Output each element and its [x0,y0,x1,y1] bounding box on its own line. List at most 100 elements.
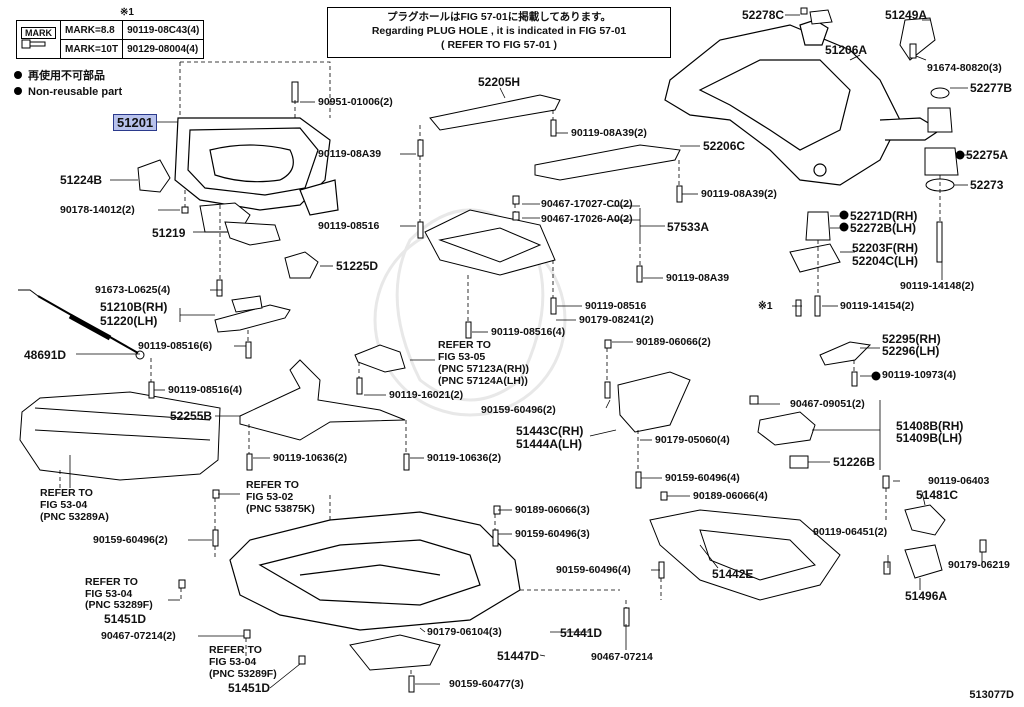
part-90119-14154-label[interactable]: 90119-14154(2) [840,300,915,312]
part-51451d-a-label[interactable]: 51451D [104,612,147,626]
bullet-icon [14,87,22,95]
part-57533a-label[interactable]: 57533A [667,220,710,234]
part-90159-60496-4a-label[interactable]: 90159-60496(4) [665,472,740,484]
part-51408b-label[interactable]: 51408B(RH) [896,419,964,433]
ref-fig-53-02-line1: REFER TO [246,479,299,491]
part-52273-label[interactable]: 52273 [970,178,1004,192]
part-52271d-label[interactable]: 52271D(RH) [850,209,918,223]
mark-row-1-mark: MARK=8.8 [59,20,124,40]
plate-51447d-shape [349,634,441,671]
mark-row-1-part: 90119-08C43(4) [122,20,205,40]
part-52205h-label[interactable]: 52205H [478,75,521,89]
part-90189-06066-2-label[interactable]: 90189-06066(2) [636,336,711,348]
part-90119-08a39-2b-label[interactable]: 90119-08A39(2) [701,188,777,200]
part-51220-label[interactable]: 51220(LH) [100,314,158,328]
part-90119-16021-label[interactable]: 90119-16021(2) [389,389,464,401]
part-51443c-label[interactable]: 51443C(RH) [516,424,584,438]
part-90119-08516-4b-label[interactable]: 90119-08516(4) [168,384,243,396]
part-48691d-label[interactable]: 48691D [24,348,67,362]
part-51444a-label[interactable]: 51444A(LH) [516,437,583,451]
part-90119-08a39-label[interactable]: 90119-08A39 [318,148,382,160]
bracket-52295-shape [819,341,872,366]
part-51451d-b-label[interactable]: 51451D [228,681,271,695]
part-90159-60496-2a-label[interactable]: 90159-60496(2) [481,404,556,416]
part-52278c-label[interactable]: 52278C [742,8,785,22]
part-90119-08516-4a-label[interactable]: 90119-08516(4) [491,326,566,338]
part-52275a-label[interactable]: 52275A [966,148,1009,162]
part-91673-l0625-label[interactable]: 91673-L0625(4) [95,284,171,296]
bracket-51496a-shape [904,544,943,579]
part-52203f-label[interactable]: 52203F(RH) [852,241,919,255]
part-52204c-label[interactable]: 52204C(LH) [852,254,919,268]
ref-fig-53-02-line2[interactable]: FIG 53-02 [246,491,294,503]
note-line-2: Regarding PLUG HOLE , it is indicated in… [371,25,627,38]
part-91674-80820-label[interactable]: 91674-80820(3) [927,62,1002,74]
part-52206c-label[interactable]: 52206C [703,139,746,153]
part-51210b-label[interactable]: 51210B(RH) [100,300,168,314]
part-51206a-label[interactable]: 51206A [825,43,868,57]
part-51441d-label[interactable]: 51441D [560,626,603,640]
legend-item-en: Non-reusable part [14,84,122,100]
part-90119-08a39-b-label[interactable]: 90119-08A39 [666,272,730,284]
part-90119-08516-label[interactable]: 90119-08516 [318,220,380,232]
part-90159-60496-4b-label[interactable]: 90159-60496(4) [556,564,631,576]
part-90119-08a39-2-label[interactable]: 90119-08A39(2) [571,127,647,139]
bracket-51225d-shape [284,251,319,279]
part-52296-label[interactable]: 52296(LH) [882,344,940,358]
ref-fig-53-04c-line3: (PNC 53289F) [209,668,277,680]
ref-fig-53-04b-line3: (PNC 53289F) [85,599,153,611]
part-90119-10636-b-label[interactable]: 90119-10636(2) [427,452,502,464]
part-90951-01006-label[interactable]: 90951-01006(2) [318,96,393,108]
part-52255b-label[interactable]: 52255B [170,409,213,423]
part-90467-17026-label[interactable]: 90467-17026-A0(2) [541,213,633,225]
part-90159-60477-label[interactable]: 90159-60477(3) [449,678,524,690]
part-51249a-label[interactable]: 51249A [885,8,928,22]
part-51226b-label[interactable]: 51226B [833,455,876,469]
ref-fig-53-04a-line3: (PNC 53289A) [40,511,109,523]
mark-table-header-cell: MARK [16,20,61,59]
part-90119-06403-label[interactable]: 90119-06403 [928,475,990,487]
part-51224b-label[interactable]: 51224B [60,173,103,187]
part-90467-07214-label[interactable]: 90467-07214 [591,651,653,663]
part-90467-07214-2-label[interactable]: 90467-07214(2) [101,630,176,642]
bracket-51219-shape [199,202,281,246]
part-52295-label[interactable]: 52295(RH) [882,332,941,346]
part-90179-08241-label[interactable]: 90179-08241(2) [579,314,654,326]
part-51442e-label[interactable]: 51442E [712,567,754,581]
part-90159-60496-3-label[interactable]: 90159-60496(3) [515,528,590,540]
brace-52255b-shape [239,359,406,441]
part-90179-06219-label[interactable]: 90179-06219 [948,559,1010,571]
bullet-icon [14,71,22,79]
part-52277b-label[interactable]: 52277B [970,81,1013,95]
part-51496a-label[interactable]: 51496A [905,589,948,603]
part-90119-10973-label[interactable]: 90119-10973(4) [882,369,957,381]
bar-52205h-shape [429,94,561,131]
part-51201-label[interactable]: 51201 [113,114,158,131]
part-51225d-label[interactable]: 51225D [336,259,379,273]
part-90119-08516-b-label[interactable]: 90119-08516 [585,300,647,312]
part-90179-05060-label[interactable]: 90179-05060(4) [655,434,730,446]
under-cover-51441d-shape [229,511,521,631]
part-90159-60496-2b-label[interactable]: 90159-60496(2) [93,534,168,546]
ref-fig-53-04c-line2[interactable]: FIG 53-04 [209,656,257,668]
legend: 再使用不可部品 Non-reusable part [14,68,122,100]
ref-fig-53-04b-line2[interactable]: FIG 53-04 [85,588,133,600]
part-90179-06104-label[interactable]: 90179-06104(3) [427,626,502,638]
part-90119-06451-label[interactable]: 90119-06451(2) [813,526,888,538]
part-90178-14012-label[interactable]: 90178-14012(2) [60,204,135,216]
part-90119-14148-label[interactable]: 90119-14148(2) [900,280,975,292]
part-90467-09051-label[interactable]: 90467-09051(2) [790,398,865,410]
part-90119-08516-6-label[interactable]: 90119-08516(6) [138,340,213,352]
part-51447d-label[interactable]: 51447D [497,649,540,663]
part-51409b-label[interactable]: 51409B(LH) [896,431,963,445]
part-90119-10636-a-label[interactable]: 90119-10636(2) [273,452,348,464]
part-90467-17027-label[interactable]: 90467-17027-C0(2) [541,198,633,210]
ref-fig-53-04a-line2[interactable]: FIG 53-04 [40,499,88,511]
part-51219-label[interactable]: 51219 [152,226,186,240]
part-51481c-label[interactable]: 51481C [916,488,959,502]
bolt-icon [21,39,46,49]
part-90189-06066-4-label[interactable]: 90189-06066(4) [693,490,768,502]
ref-fig-53-05-line2[interactable]: FIG 53-05 [438,351,486,363]
part-52272b-label[interactable]: 52272B(LH) [850,221,917,235]
part-90189-06066-3-label[interactable]: 90189-06066(3) [515,504,590,516]
